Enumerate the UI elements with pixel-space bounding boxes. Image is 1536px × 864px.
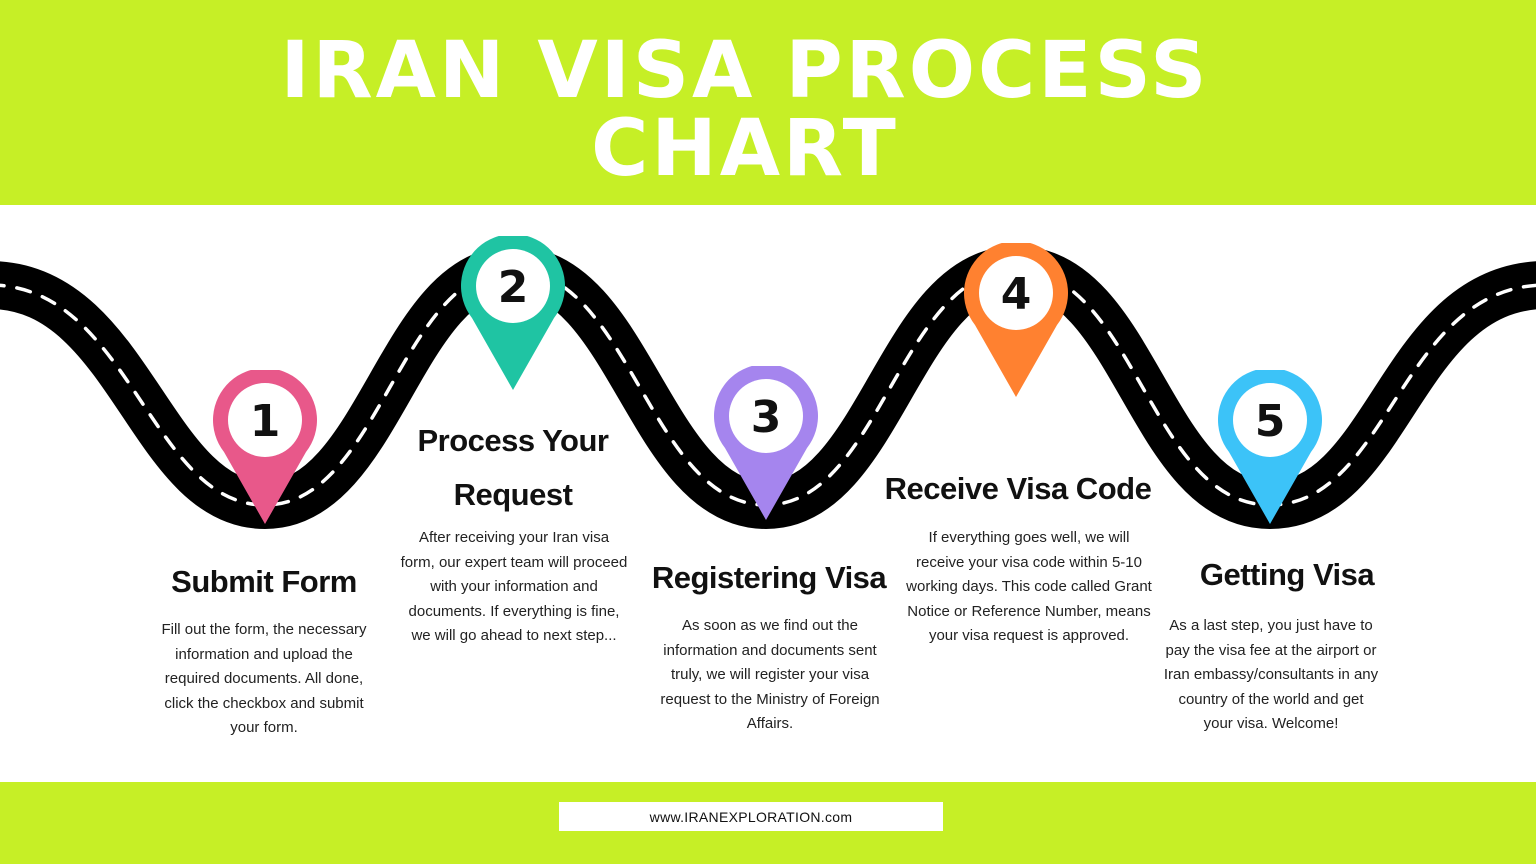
pin-1-marker-icon: 1 xyxy=(213,370,317,524)
step-4-title: Receive Visa Code xyxy=(884,471,1152,506)
step-4-description: If everything goes well, we will receive… xyxy=(906,529,1152,645)
pin-4-marker-icon: 4 xyxy=(964,243,1068,397)
step-1-title: Submit Form xyxy=(171,564,357,599)
pin-4-number: 4 xyxy=(1001,269,1032,320)
step-3-title: Registering Visa xyxy=(651,560,887,595)
pin-2-marker-icon: 2 xyxy=(461,236,565,390)
website-url: www.IRANEXPLORATION.com xyxy=(649,808,853,825)
website-url-box: www.IRANEXPLORATION.com xyxy=(559,802,943,831)
step-2-description: After receiving your Iran visa form, our… xyxy=(400,529,628,645)
step-1-description: Fill out the form, the necessary informa… xyxy=(161,621,367,737)
title-line-1: IRAN VISA PROCESS xyxy=(280,26,1210,116)
step-2-title: Process Your Request xyxy=(417,423,609,512)
page-title: IRAN VISA PROCESS CHART xyxy=(0,32,1490,188)
pin-3-number: 3 xyxy=(751,392,782,443)
pin-2-number: 2 xyxy=(498,262,529,313)
title-line-2: CHART xyxy=(591,104,899,194)
step-5-title: Getting Visa xyxy=(1199,557,1375,592)
pin-5-marker-icon: 5 xyxy=(1218,370,1322,524)
pin-3-marker-icon: 3 xyxy=(714,366,818,520)
pin-5-number: 5 xyxy=(1255,396,1286,447)
step-3-description: As soon as we find out the information a… xyxy=(660,617,880,733)
step-5-description: As a last step, you just have to pay the… xyxy=(1163,617,1379,733)
header-banner: IRAN VISA PROCESS CHART xyxy=(0,0,1536,205)
pin-1-number: 1 xyxy=(250,396,281,447)
